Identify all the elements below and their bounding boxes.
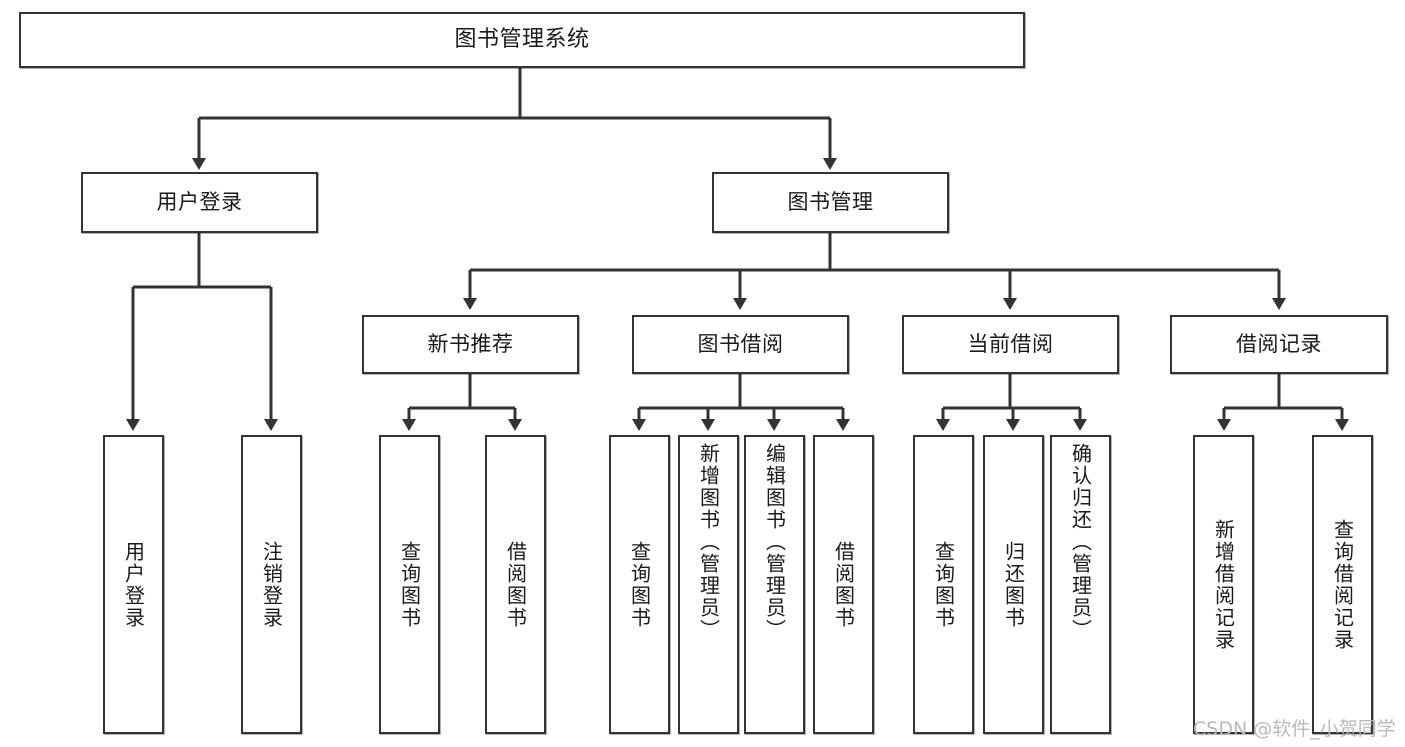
leaf-current-borrow-return-book[interactable]: 归还图书 [983, 435, 1044, 734]
node-label: 注销登录 [259, 540, 284, 629]
csdn-watermark: CSDN @软件_小贺同学 [1193, 718, 1396, 740]
node-book-borrow[interactable]: 图书借阅 [632, 315, 849, 374]
node-label: 当前借阅 [967, 331, 1054, 356]
leaf-new-book-query-book[interactable]: 查询图书 [379, 435, 440, 734]
node-label: 借阅图书 [831, 540, 856, 629]
node-label: 查询图书 [397, 540, 422, 629]
leaf-user-login-logout[interactable]: 注销登录 [241, 435, 302, 734]
node-label: 图书管理系统 [454, 26, 590, 52]
node-label: 借阅记录 [1236, 331, 1322, 356]
node-label: 查询图书 [931, 540, 956, 629]
leaf-book-borrow-edit-book-admin[interactable]: 编辑图书（管理员） [744, 435, 805, 734]
node-label: 新增借阅记录 [1211, 518, 1236, 651]
node-label: 用户登录 [156, 189, 243, 214]
node-new-book-recommend[interactable]: 新书推荐 [362, 315, 579, 374]
node-label: 新增图书（管理员） [696, 443, 721, 641]
node-label: 新书推荐 [427, 331, 514, 356]
leaf-current-borrow-query-book[interactable]: 查询图书 [913, 435, 974, 734]
node-book-management[interactable]: 图书管理 [712, 172, 949, 233]
node-label: 归还图书 [1001, 540, 1026, 629]
node-label: 确认归还（管理员） [1068, 443, 1093, 641]
leaf-book-borrow-borrow-book[interactable]: 借阅图书 [813, 435, 874, 734]
leaf-user-login-signin[interactable]: 用户登录 [103, 435, 164, 734]
node-current-borrow[interactable]: 当前借阅 [902, 315, 1119, 374]
leaf-current-borrow-confirm-return-admin[interactable]: 确认归还（管理员） [1050, 435, 1111, 734]
node-label: 查询借阅记录 [1330, 518, 1355, 651]
node-label: 借阅图书 [503, 540, 528, 629]
node-borrow-record[interactable]: 借阅记录 [1170, 315, 1388, 374]
node-label: 查询图书 [627, 540, 652, 629]
leaf-new-book-borrow-book[interactable]: 借阅图书 [485, 435, 546, 734]
leaf-borrow-record-query-record[interactable]: 查询借阅记录 [1312, 435, 1373, 734]
node-label: 图书管理 [787, 189, 874, 214]
node-label: 编辑图书（管理员） [762, 443, 787, 641]
leaf-borrow-record-add-record[interactable]: 新增借阅记录 [1193, 435, 1254, 734]
leaf-book-borrow-query-book[interactable]: 查询图书 [609, 435, 670, 734]
node-root-book-management-system[interactable]: 图书管理系统 [19, 12, 1025, 68]
node-label: 图书借阅 [697, 331, 784, 356]
node-label: 用户登录 [121, 540, 146, 629]
node-user-login[interactable]: 用户登录 [81, 172, 318, 233]
leaf-book-borrow-add-book-admin[interactable]: 新增图书（管理员） [678, 435, 739, 734]
